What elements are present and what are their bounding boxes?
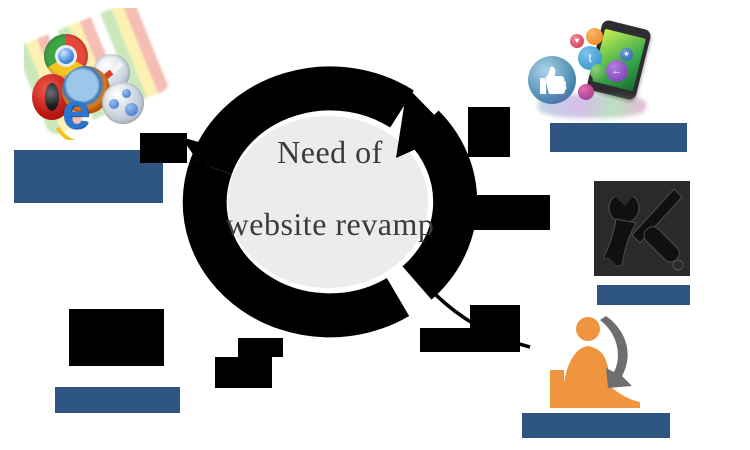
- gray-arrow-icon: [600, 316, 632, 388]
- rss-ball-icon: [586, 28, 603, 45]
- label-bar-bottom-left: [55, 387, 180, 413]
- cycle-arrowtip-left-icon: [181, 137, 213, 170]
- label-bar-social: [550, 123, 687, 152]
- person-silhouette-icon: [550, 317, 640, 408]
- person-image: [548, 316, 650, 408]
- connector-block-bottom-center-a: [238, 338, 283, 357]
- black-box-bottom-left: [69, 309, 164, 366]
- connector-block-top-right: [468, 107, 510, 157]
- cycle-arrowhead-top-right-icon: [396, 87, 452, 158]
- connector-block-bottom-center-b: [215, 357, 272, 388]
- registered-mark-icon: [672, 259, 684, 271]
- thumbs-up-ball-icon: [528, 56, 576, 104]
- cycle-arc-top: [190, 66, 414, 175]
- connector-block-bottom-right-b: [420, 328, 520, 352]
- connector-block-top-left: [140, 133, 187, 163]
- emblem-inner-circle: [228, 116, 428, 288]
- share-sphere-icon: [102, 82, 144, 124]
- phone-reflection: [538, 94, 646, 118]
- internet-explorer-icon: e: [45, 83, 123, 140]
- search-ball-icon: [590, 64, 606, 80]
- cycle-arc-bottom-left: [182, 159, 410, 338]
- arrow-ball-icon: ←: [606, 60, 628, 82]
- chrome-icon: [44, 34, 88, 78]
- heart-ball-icon: ♥: [570, 34, 584, 48]
- star-ball-icon: ★: [620, 48, 633, 61]
- emblem-title-line1: Need of: [277, 134, 383, 170]
- cycle-arc-right: [402, 110, 478, 300]
- browsers-image: e: [24, 8, 184, 140]
- screwdriver-icon: [631, 188, 683, 244]
- social-media-image: ♥ t ← ★: [528, 19, 652, 118]
- emblem-title-line2: website revamp: [225, 206, 435, 242]
- magenta-ball-icon: [578, 84, 594, 100]
- label-bar-browsers: [14, 150, 163, 203]
- connector-block-right: [470, 195, 550, 230]
- tools-image: [594, 181, 690, 276]
- connector-block-bottom-right-a: [470, 305, 520, 330]
- label-bar-tools: [597, 285, 690, 305]
- label-bar-person: [522, 413, 670, 438]
